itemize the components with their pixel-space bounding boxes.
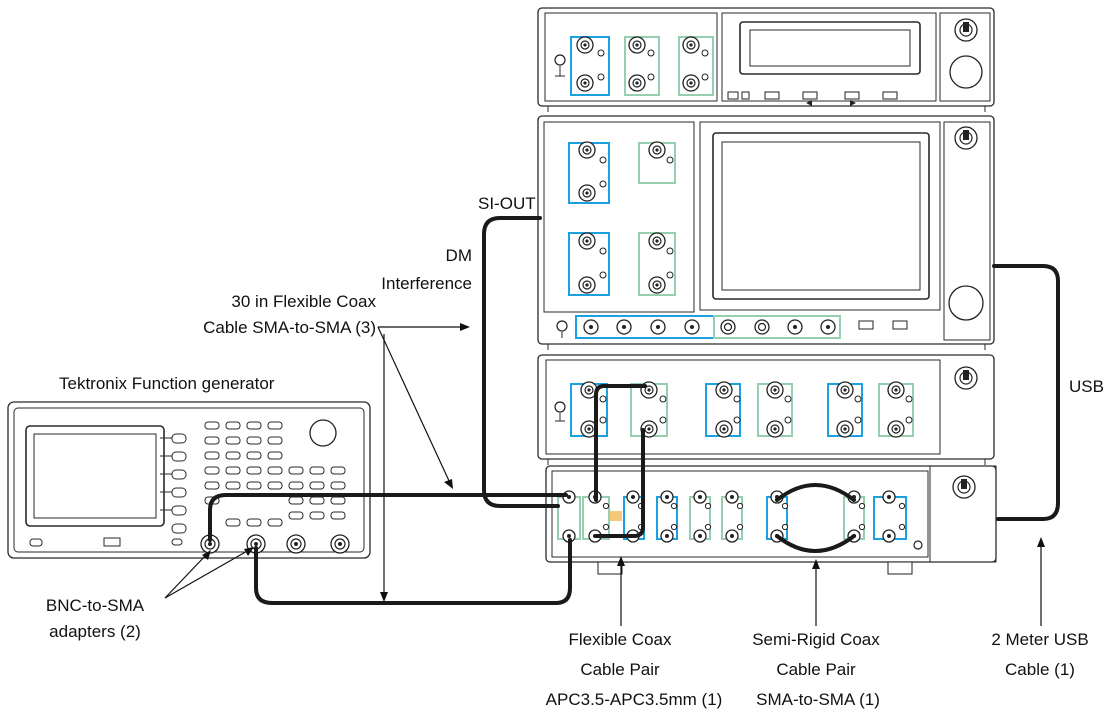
si-out-cable	[482, 216, 560, 508]
power-button-icon[interactable]	[954, 126, 978, 150]
generator-cable-2	[254, 538, 572, 605]
usb-cable-label-line2: Cable (1)	[1005, 660, 1075, 679]
top-softkeys	[727, 91, 898, 106]
function-generator-keypad[interactable]	[204, 421, 346, 527]
top-display	[739, 21, 921, 75]
cables	[208, 216, 1060, 605]
semi-rigid-coax-cable-pair	[775, 483, 856, 553]
semi-rigid-label-line1: Semi-Rigid Coax	[752, 630, 880, 649]
power-button-icon[interactable]	[954, 18, 978, 42]
interference-label: Interference	[381, 274, 472, 293]
leader-lines	[164, 323, 1045, 626]
bnc-adapters-label-line1: BNC-to-SMA	[46, 596, 145, 615]
usb-label: USB	[1069, 377, 1104, 396]
flex-coax-label-line3: APC3.5-APC3.5mm (1)	[546, 690, 723, 709]
top-channel-group-blue	[570, 36, 610, 96]
sma-connector-icon[interactable]	[583, 319, 836, 335]
function-generator-display	[25, 425, 165, 527]
function-generator	[7, 401, 371, 559]
ground-terminal-icon	[554, 54, 566, 77]
function-generator-softkeys[interactable]	[160, 433, 187, 534]
switch-instrument	[537, 354, 995, 465]
flexible-coax-cable-pair-1	[594, 384, 647, 502]
sma-connector-icon[interactable]	[578, 141, 674, 294]
dm-label: DM	[446, 246, 472, 265]
si-out-label: SI-OUT	[478, 194, 536, 213]
oscilloscope	[537, 115, 995, 350]
test-fixture	[545, 465, 997, 575]
oscilloscope-display	[712, 132, 930, 300]
ground-terminal-icon	[913, 540, 923, 550]
coax30-label-line2: Cable SMA-to-SMA (3)	[203, 318, 376, 337]
sma-connector-icon[interactable]	[580, 381, 913, 438]
ground-terminal-icon	[556, 320, 568, 338]
flexible-coax-cable-pair-2	[594, 428, 645, 538]
top-channel-group-green-1	[624, 36, 660, 96]
usb-cable	[992, 264, 1060, 521]
top-channel-group-green-2	[678, 36, 714, 96]
power-button-icon[interactable]	[954, 366, 978, 390]
knob-icon[interactable]	[949, 55, 983, 89]
semi-rigid-label-line2: Cable Pair	[776, 660, 856, 679]
bnc-adapters-label-line2: adapters (2)	[49, 622, 141, 641]
coax30-label-line1: 30 in Flexible Coax	[231, 292, 376, 311]
knob-icon[interactable]	[309, 419, 337, 447]
flex-coax-label-line2: Cable Pair	[580, 660, 660, 679]
flex-coax-label-line1: Flexible Coax	[569, 630, 672, 649]
top-instrument	[537, 7, 995, 112]
labels: SI-OUT DM Interference 30 in Flexible Co…	[46, 194, 1104, 709]
sma-connector-icon[interactable]	[576, 36, 709, 92]
usb-cable-label-line1: 2 Meter USB	[991, 630, 1088, 649]
scope-front-group-green	[713, 315, 841, 339]
generator-cable-1	[208, 493, 568, 542]
semi-rigid-label-line3: SMA-to-SMA (1)	[756, 690, 880, 709]
function-generator-label: Tektronix Function generator	[59, 374, 275, 393]
ground-terminal-icon	[554, 401, 566, 422]
knob-icon[interactable]	[948, 285, 984, 321]
power-button-icon[interactable]	[952, 475, 976, 499]
